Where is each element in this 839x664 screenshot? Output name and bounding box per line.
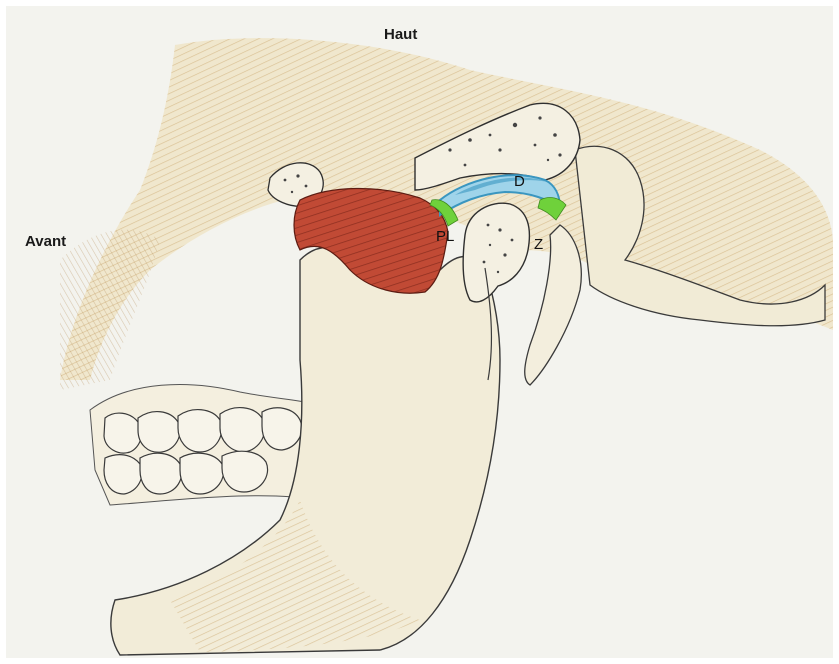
direction-label-front: Avant xyxy=(25,233,66,250)
direction-label-top: Haut xyxy=(384,26,417,43)
pterygoid-label: PL xyxy=(436,228,454,245)
zone-label: Z xyxy=(534,236,543,253)
disc-label: D xyxy=(514,173,525,190)
